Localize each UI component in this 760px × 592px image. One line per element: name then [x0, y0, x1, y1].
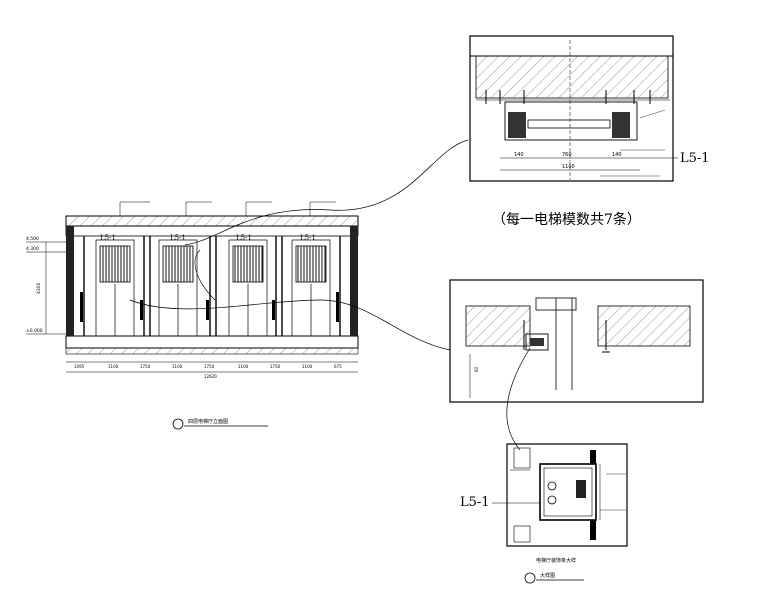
section-label-3: L5-1 — [236, 234, 252, 242]
connector-top — [184, 139, 469, 246]
bottom-detail-caption: 电梯厅装饰条大样 — [536, 557, 576, 564]
bottom-dim-3: 1750 — [140, 364, 151, 369]
connector-bottom — [506, 347, 531, 451]
bottom-dim-8: 1100 — [302, 364, 313, 369]
connector-small — [194, 249, 216, 301]
bottom-dim-6: 1100 — [238, 364, 249, 369]
bottom-dim-4: 1100 — [172, 364, 183, 369]
bottom-detail-title: 大样图 — [540, 572, 555, 579]
connector-mid — [129, 299, 451, 351]
bottom-dim-7: 1750 — [270, 364, 281, 369]
bottom-dim-5: 1750 — [204, 364, 215, 369]
top-dim-total: 1100 — [562, 164, 575, 170]
level-mid: 4.300 — [26, 246, 39, 252]
bottom-detail: L5-1 电梯厅装饰条大样 大样图 — [460, 443, 628, 584]
bottom-dim-9: 675 — [334, 364, 342, 369]
right-detail: 60 — [449, 279, 704, 403]
top-dim-2: 760 — [562, 152, 572, 158]
height-dim: 4300 — [36, 282, 42, 294]
bottom-detail-label: L5-1 — [460, 495, 490, 510]
level-top: 4.500 — [26, 236, 39, 242]
right-dim: 60 — [474, 366, 479, 372]
section-label-1: L5-1 — [100, 234, 116, 242]
total-dim: 12620 — [204, 374, 217, 379]
top-detail-label: L5-1 — [680, 151, 710, 166]
elevation-title: 四层电梯厅立面图 — [188, 418, 228, 425]
bottom-dim-1: 1095 — [74, 364, 85, 369]
top-dim-3: 140 — [612, 152, 622, 158]
top-detail: 140 760 140 1100 L5-1 （每一电梯模数共7条） — [469, 35, 710, 228]
section-label-4: L5-1 — [300, 234, 316, 242]
section-label-2: L5-1 — [170, 234, 186, 242]
bottom-dim-2: 1100 — [108, 364, 119, 369]
top-detail-caption: （每一电梯模数共7条） — [492, 211, 641, 228]
main-elevation: L5-1 L5-1 L5-1 L5-1 4.500 4.300 ±0.000 4… — [26, 201, 359, 430]
level-bottom: ±0.000 — [26, 328, 43, 334]
top-dim-1: 140 — [514, 152, 524, 158]
